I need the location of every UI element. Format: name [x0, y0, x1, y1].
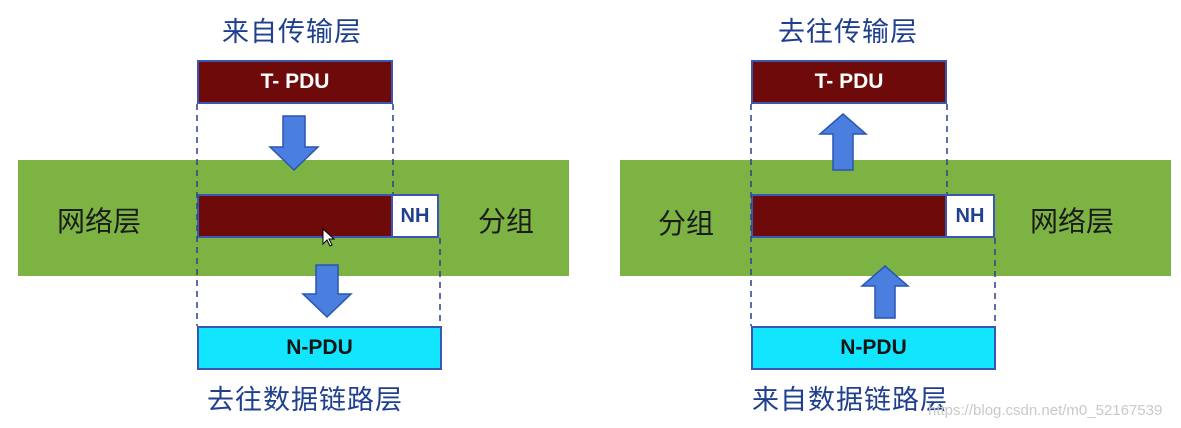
right-band-right-label: 网络层 [1030, 205, 1115, 238]
left-network-header: NH [391, 194, 439, 238]
right-t-pdu: T- PDU [751, 60, 947, 104]
left-packet-data [197, 194, 393, 238]
right-t-pdu-label: T- PDU [814, 70, 884, 93]
left-band-right-label: 分组 [478, 205, 535, 238]
down-arrow-icon [268, 115, 320, 172]
right-n-pdu: N-PDU [751, 326, 996, 370]
left-t-pdu: T- PDU [197, 60, 393, 104]
right-network-header-label: NH [955, 204, 985, 227]
left-t-pdu-label: T- PDU [260, 70, 330, 93]
up-arrow-icon [859, 265, 911, 319]
right-top-caption: 去往传输层 [778, 17, 918, 48]
left-n-pdu: N-PDU [197, 326, 442, 370]
left-top-caption: 来自传输层 [222, 17, 362, 48]
watermark: https://blog.csdn.net/m0_52167539 [928, 402, 1163, 419]
left-band-left-label: 网络层 [57, 205, 142, 238]
right-n-pdu-label: N-PDU [840, 336, 907, 359]
right-band-left-label: 分组 [658, 207, 715, 240]
up-arrow-icon [817, 113, 869, 171]
left-bottom-caption: 去往数据链路层 [207, 385, 403, 416]
dashed-guides [196, 104, 996, 326]
right-bottom-caption: 来自数据链路层 [752, 385, 948, 416]
down-arrow-icon [301, 264, 353, 319]
left-n-pdu-label: N-PDU [286, 336, 353, 359]
mouse-cursor-icon [322, 228, 336, 247]
right-packet-data [751, 194, 947, 238]
left-network-header-label: NH [400, 204, 430, 227]
right-network-header: NH [945, 194, 995, 238]
